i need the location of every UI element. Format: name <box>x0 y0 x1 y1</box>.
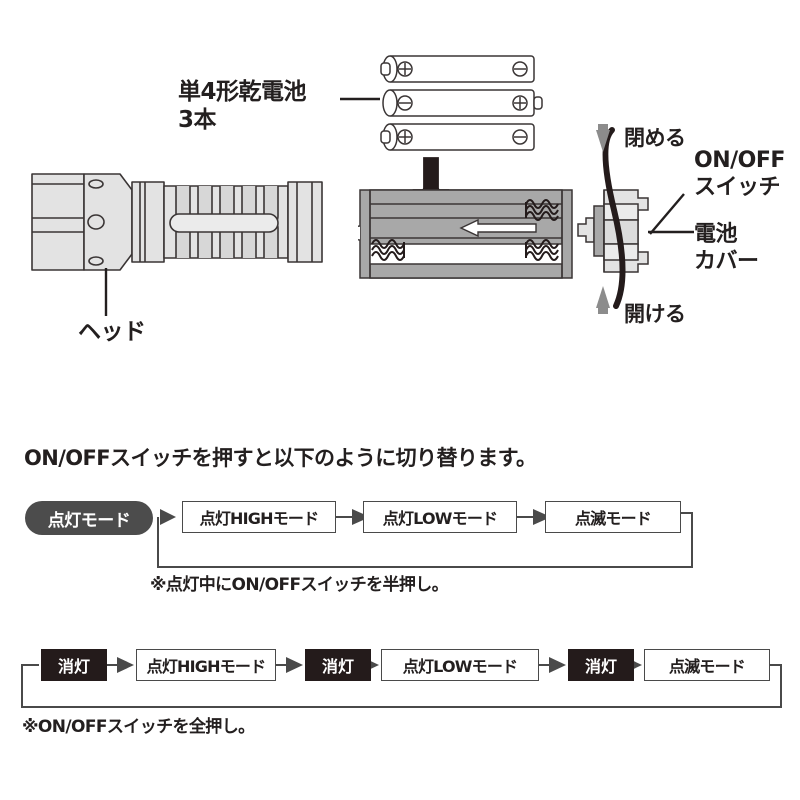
flow2-node-3: 点灯LOWモード <box>381 649 539 681</box>
flow2-node-2: 消灯 <box>305 649 371 681</box>
flow1-node-2: 点滅モード <box>545 501 681 533</box>
flow1-connectors <box>157 509 693 568</box>
flashlight-illustration <box>31 173 323 271</box>
rotation-band <box>596 124 626 314</box>
flow1-start-pill: 点灯モード <box>25 501 153 535</box>
flow2-node-1: 点灯HIGHモード <box>136 649 276 681</box>
flow1-note: ※点灯中にON/OFFスイッチを半押し。 <box>150 575 449 595</box>
flow2-node-5: 点滅モード <box>644 649 770 681</box>
cover-leader-line <box>648 230 694 234</box>
instructions-heading: ON/OFFスイッチを押すと以下のように切り替ります。 <box>24 446 537 470</box>
switch-label: ON/OFF スイッチ <box>694 148 785 200</box>
flow1-node-1: 点灯LOWモード <box>363 501 517 533</box>
switch-leader-line <box>649 193 685 235</box>
flow-full-press: 消灯 点灯HIGHモード 消灯 点灯LOWモード 消灯 点滅モード ※ON/OF… <box>0 645 800 755</box>
cover-label: 電池 カバー <box>694 222 759 274</box>
flow2-node-4: 消灯 <box>568 649 634 681</box>
flow2-node-0: 消灯 <box>41 649 107 681</box>
battery-label: 単4形乾電池 3本 <box>178 79 307 134</box>
head-label: ヘッド <box>78 319 146 345</box>
battery-compartment-illustration <box>358 189 573 279</box>
open-label: 開ける <box>624 302 686 326</box>
close-label: 閉める <box>624 126 686 150</box>
head-leader-line <box>104 268 108 316</box>
flow-half-press: 点灯モード 点灯HIGHモード 点灯LOWモード 点滅モード ※点灯中にON/O… <box>0 495 800 600</box>
flow1-node-0: 点灯HIGHモード <box>182 501 336 533</box>
battery-leader-line <box>340 97 380 101</box>
illustration-panel: ヘッド <box>31 55 785 345</box>
battery-stack <box>380 55 543 151</box>
flow2-note: ※ON/OFFスイッチを全押し。 <box>22 717 255 737</box>
